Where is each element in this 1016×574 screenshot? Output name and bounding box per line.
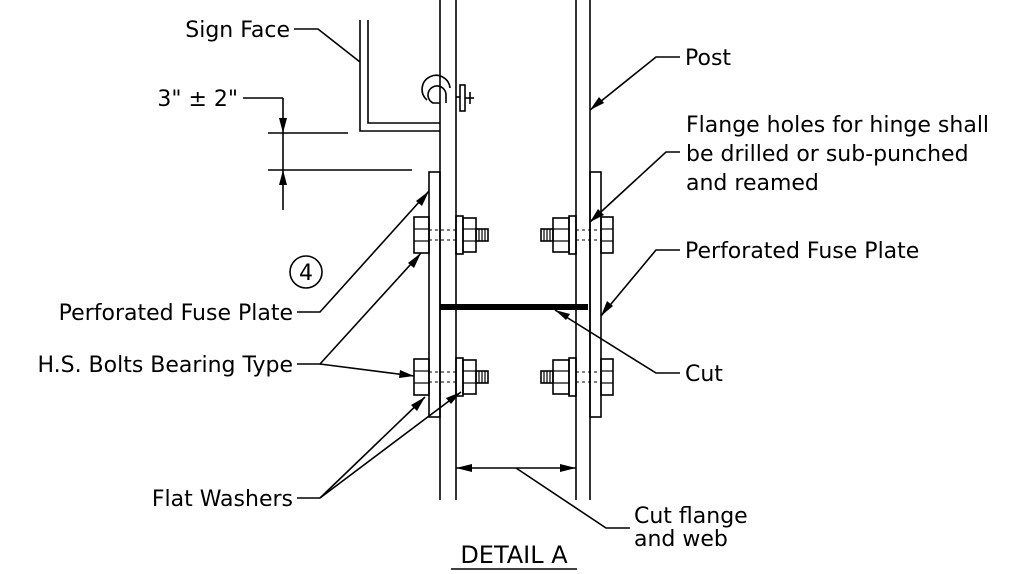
label-post: Post (685, 46, 731, 71)
label-dimension: 3" ± 2" (157, 87, 238, 112)
leader-sign-face (294, 28, 361, 63)
label-flat-washers: Flat Washers (152, 487, 293, 512)
post-left-flange (439, 0, 457, 500)
label-hs-bolts: H.S. Bolts Bearing Type (37, 353, 293, 378)
callout-circle (289, 255, 323, 289)
bolt-upper-left (413, 215, 489, 255)
dimension-3in (243, 97, 412, 210)
leader-flange-holes (589, 151, 680, 223)
detail-title: DETAIL A (460, 541, 568, 569)
bolt-lower-right (540, 357, 614, 397)
label-cut: Cut (685, 362, 723, 387)
leader-cut-flange (515, 467, 630, 529)
label-flange-holes-2: be drilled or sub-punched (686, 142, 969, 167)
post-right-flange (575, 0, 591, 500)
label-flange-holes-1: Flange holes for hinge shall (686, 113, 989, 138)
leader-fuse-plate-right (600, 249, 680, 317)
leader-cut (554, 309, 680, 374)
sign-face-shape (359, 20, 474, 132)
label-fuse-plate-right: Perforated Fuse Plate (685, 239, 919, 264)
leader-flat-washers (297, 391, 462, 499)
leader-hs-bolts (297, 252, 422, 378)
callout-number: 4 (299, 261, 313, 286)
bolt-lower-left (413, 357, 489, 397)
label-cut-flange-1: Cut flange (634, 504, 748, 529)
label-flange-holes-3: and reamed (686, 171, 819, 196)
label-sign-face: Sign Face (185, 18, 290, 43)
leader-post (589, 56, 680, 111)
label-cut-flange-2: and web (634, 527, 728, 552)
leader-fuse-plate-left (297, 190, 430, 313)
label-fuse-plate-left: Perforated Fuse Plate (59, 301, 293, 326)
fuse-plate-left (428, 171, 441, 418)
fuse-plate-right (589, 171, 602, 418)
bolt-upper-right (540, 215, 614, 255)
